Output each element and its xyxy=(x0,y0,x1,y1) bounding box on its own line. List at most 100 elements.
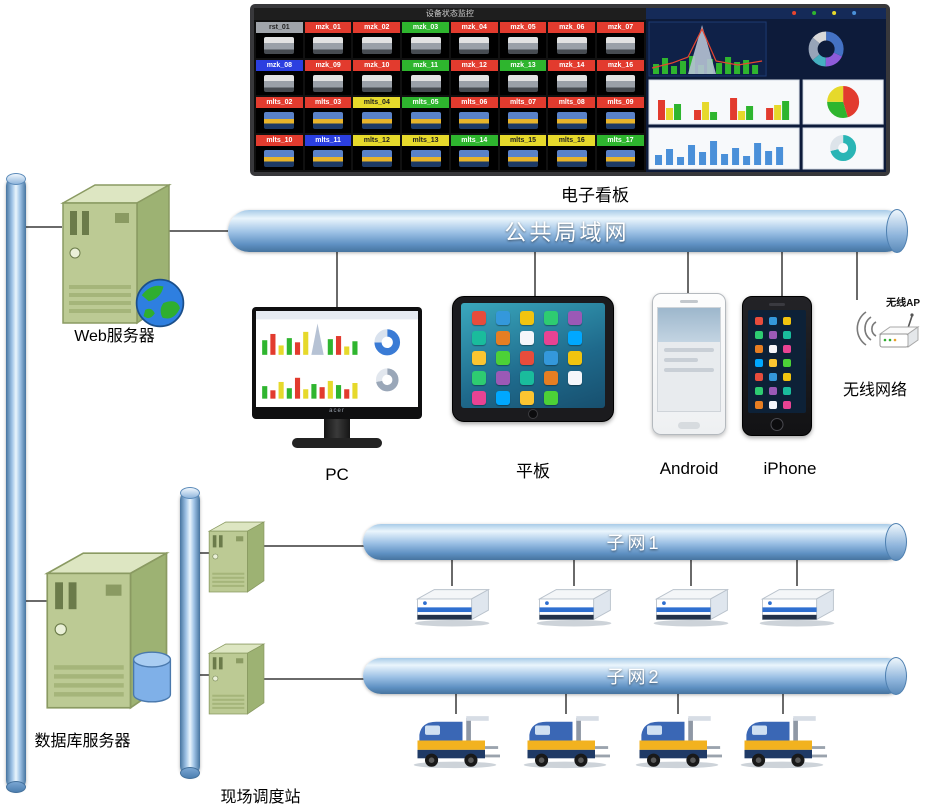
subnet2-agv-3 xyxy=(632,712,722,769)
device-photo xyxy=(548,145,596,170)
device-photo xyxy=(304,145,352,170)
device-photo xyxy=(450,145,498,170)
kanban-cell-label: mlts_07 xyxy=(499,97,547,108)
wireless-ap-icon xyxy=(856,311,920,348)
connector-line xyxy=(262,678,365,680)
connector-line xyxy=(781,250,783,297)
device-photo xyxy=(499,108,547,133)
kanban-cell-label: mlts_15 xyxy=(499,134,547,146)
app-icon xyxy=(544,311,558,325)
app-icon xyxy=(472,371,486,385)
fork-agv-icon xyxy=(520,712,610,769)
earpiece-icon xyxy=(769,303,785,306)
connector-line xyxy=(336,250,338,308)
kanban-cell-label: mzk_08 xyxy=(256,59,303,71)
donut-chart xyxy=(808,31,844,67)
app-icon xyxy=(769,387,777,395)
wireless-ap-label: 无线AP xyxy=(886,298,920,309)
kanban-cell: mzk_06 xyxy=(548,22,596,58)
connector-line xyxy=(455,692,457,714)
app-icon xyxy=(755,317,763,325)
app-icon xyxy=(472,391,486,405)
connector-line xyxy=(168,230,228,232)
connector-line xyxy=(198,552,212,554)
subnet2-agv-2 xyxy=(520,712,610,769)
kanban-cell-label: mlts_14 xyxy=(450,134,498,146)
kanban-cell: mlts_11 xyxy=(304,134,352,170)
flat-agv-icon xyxy=(532,584,616,627)
device-photo xyxy=(256,145,303,170)
app-icon xyxy=(520,391,534,405)
kanban-cell-label: mlts_05 xyxy=(402,97,449,108)
pc-stand-base xyxy=(292,438,382,448)
device-photo xyxy=(597,70,644,95)
tablet-label: 平板 xyxy=(516,462,550,481)
kanban-cell-label: mlts_12 xyxy=(353,134,401,146)
connector-line xyxy=(451,558,453,586)
device-photo xyxy=(450,33,498,58)
kanban-cell: rst_01 xyxy=(256,22,303,58)
android-phone xyxy=(652,293,726,435)
kanban-cell-label: mlts_10 xyxy=(256,134,303,146)
kanban-cell-label: mzk_04 xyxy=(450,22,498,33)
kanban-cell: mlts_09 xyxy=(597,97,644,133)
kanban-cell: mlts_03 xyxy=(304,97,352,133)
device-photo xyxy=(304,70,352,95)
connector-line xyxy=(782,692,784,714)
kanban-cell: mlts_05 xyxy=(402,97,449,133)
device-photo xyxy=(548,108,596,133)
subnet2-label: 子网2 xyxy=(606,667,662,687)
iphone xyxy=(742,296,812,436)
app-icon xyxy=(783,387,791,395)
app-icon xyxy=(769,345,777,353)
kanban-cell-label: mzk_11 xyxy=(402,59,449,71)
kanban-cell: mzk_01 xyxy=(304,22,352,58)
kanban-cell: mlts_13 xyxy=(402,134,449,170)
app-icon xyxy=(472,351,486,365)
subnet1-pipe: 子网1 xyxy=(363,523,907,561)
app-icon xyxy=(496,351,510,365)
connector-line xyxy=(690,558,692,586)
kanban-cell-label: mzk_12 xyxy=(450,59,498,71)
kanban-cell: mzk_05 xyxy=(499,22,547,58)
kanban-cell-label: mzk_16 xyxy=(597,59,644,71)
device-photo xyxy=(450,70,498,95)
android-home-button xyxy=(678,422,700,429)
flat-agv-icon xyxy=(649,584,733,627)
connector-line xyxy=(677,692,679,714)
pc-label: PC xyxy=(325,465,349,484)
connector-line xyxy=(687,250,689,295)
kanban-cell-label: mlts_04 xyxy=(353,97,401,108)
device-photo xyxy=(304,33,352,58)
connector-line xyxy=(198,674,212,676)
connector-line xyxy=(26,226,62,228)
kanban-cell-label: mlts_09 xyxy=(597,97,644,108)
fork-agv-icon xyxy=(632,712,722,769)
kanban-cell: mlts_02 xyxy=(256,97,303,133)
kanban-cell-label: mzk_03 xyxy=(402,22,449,33)
device-photo xyxy=(304,108,352,133)
subnet1-label: 子网1 xyxy=(606,533,662,553)
fork-agv-icon xyxy=(410,712,500,769)
kanban-cell-label: mlts_16 xyxy=(548,134,596,146)
app-icon xyxy=(496,371,510,385)
kanban-cell: mzk_14 xyxy=(548,59,596,95)
dispatch-server-1 xyxy=(204,517,266,593)
kanban-chart-panel xyxy=(645,8,886,172)
kanban-cell-label: mzk_07 xyxy=(597,22,644,33)
app-icon xyxy=(769,359,777,367)
app-icon xyxy=(568,311,582,325)
app-icon xyxy=(769,373,777,381)
pie-chart xyxy=(802,79,884,125)
dispatch-station-label: 现场调度站 xyxy=(220,789,301,806)
kanban-cell: mlts_17 xyxy=(597,134,644,170)
kanban-cell: mlts_14 xyxy=(450,134,498,170)
android-ui-line xyxy=(664,358,699,362)
device-photo xyxy=(353,70,401,95)
kanban-cell: mlts_07 xyxy=(499,97,547,133)
db-server-label: 数据库服务器 xyxy=(34,733,131,750)
kanban-cell: mlts_08 xyxy=(548,97,596,133)
